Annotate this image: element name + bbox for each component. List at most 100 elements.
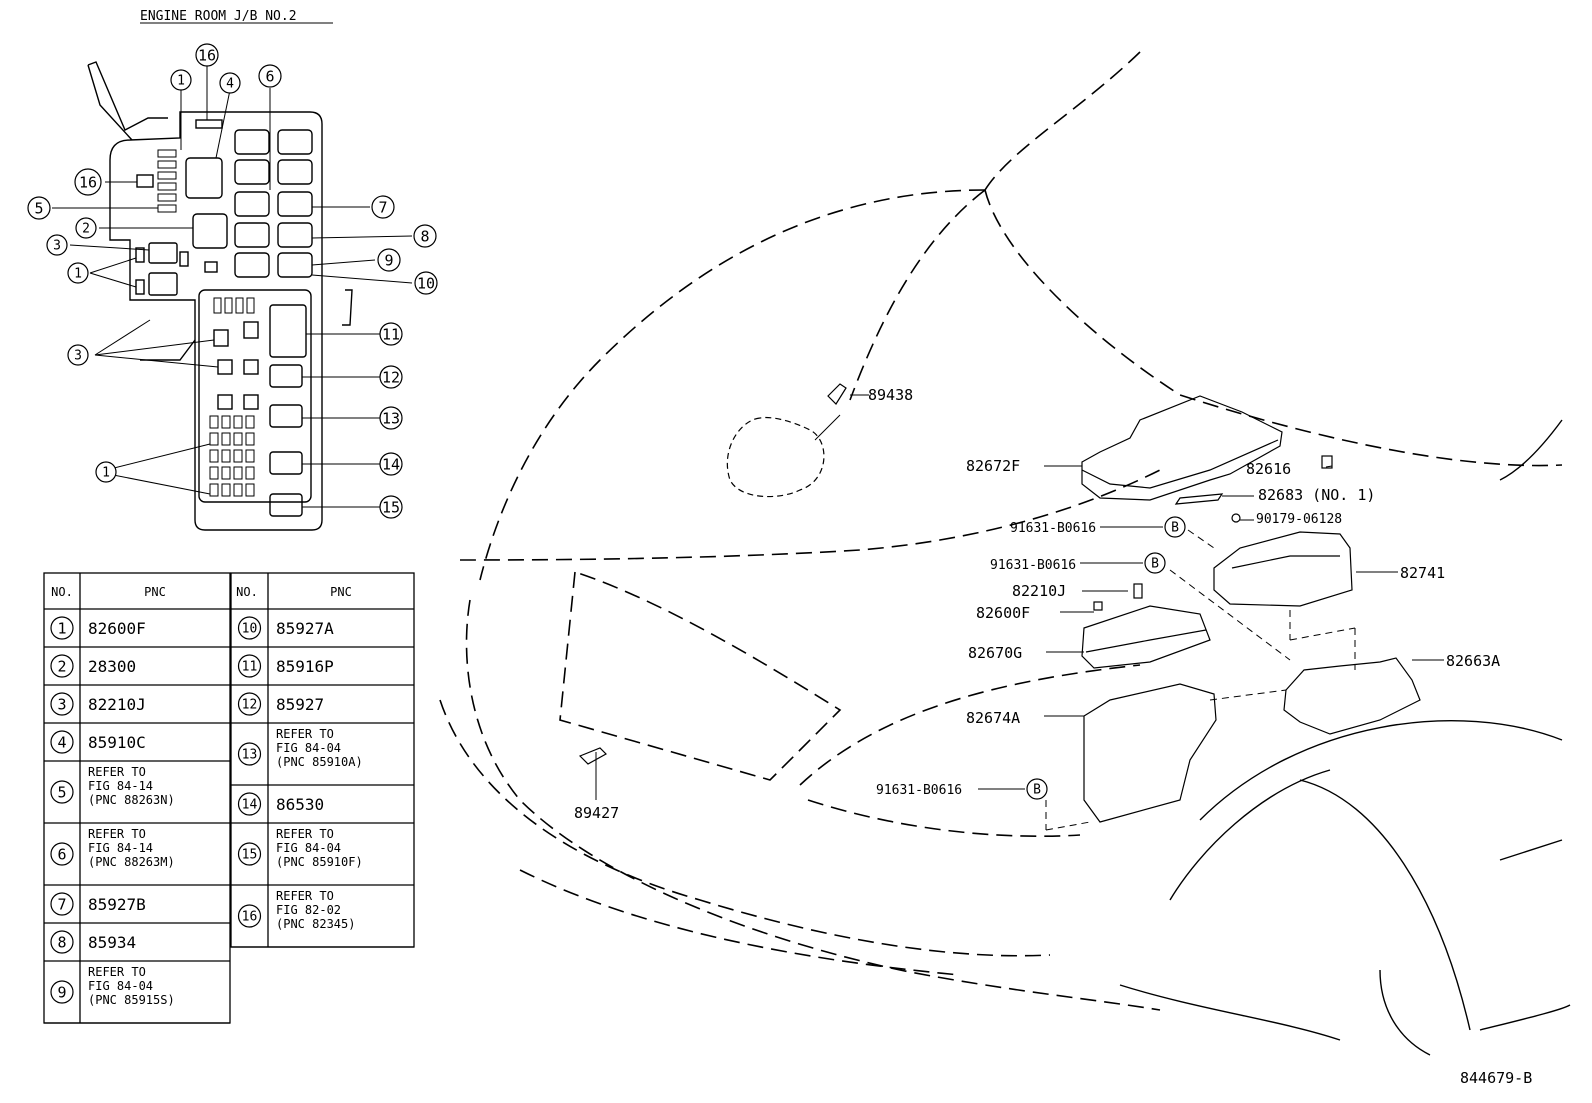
table-row-8-pnc-line: 85934: [88, 933, 136, 952]
callout-1: 1: [95, 461, 117, 483]
table-row-16-no-number: 16: [242, 910, 258, 925]
callout-9-number: 9: [384, 251, 393, 269]
table-row-11-no-ring: [237, 654, 262, 678]
part-label-90179: 90179-06128: [1256, 512, 1342, 527]
table-row-5-no-ring: [50, 780, 74, 804]
table-row-14-pnc-line: 86530: [276, 795, 324, 814]
callout-7: 7: [371, 195, 395, 219]
callout-1: 1: [67, 262, 89, 284]
fuse: [157, 182, 177, 191]
table-row-15-pnc-line: REFER TO: [276, 827, 334, 841]
table-grid: [43, 572, 415, 1024]
callout-4-number: 4: [226, 77, 234, 92]
parts-drawings: [578, 383, 1421, 823]
fuse: [245, 449, 255, 463]
table-row-6-pnc-line: FIG 84-14: [88, 841, 153, 855]
table-row-14-no: 14: [237, 792, 262, 816]
table-row-9-no-ring: [50, 980, 74, 1004]
table-row-4-no: 4: [50, 730, 74, 754]
table-row-4-pnc-line: 85910C: [88, 733, 146, 752]
callout-1: 1: [170, 69, 192, 91]
table-row-13-pnc-line: REFER TO: [276, 727, 334, 741]
callout-2-number: 2: [82, 222, 90, 237]
table-row-16-no: 16: [237, 904, 262, 928]
table-row-15-pnc-line: (PNC 85910F): [276, 855, 363, 869]
callout-6-ring: [258, 64, 282, 88]
callout-10-number: 10: [417, 274, 435, 292]
table-row-15-pnc-line: FIG 84-04: [276, 841, 341, 855]
table-row-14-no-ring: [237, 792, 262, 816]
fuse: [157, 149, 177, 158]
table-row-16-pnc-line: (PNC 82345): [276, 917, 355, 931]
callout-3-ring: [46, 234, 68, 256]
figure-id: 844679-B: [1460, 1069, 1532, 1087]
right-pnc-header: PNC: [330, 585, 352, 599]
leader-line: [1325, 465, 1333, 468]
callout-11-number: 11: [382, 325, 400, 343]
leader-line: [311, 235, 413, 239]
leader-line: [814, 414, 841, 441]
fuse: [157, 204, 177, 213]
table-row-3-no-number: 3: [57, 695, 66, 713]
callout-7-ring: [371, 195, 395, 219]
part-label-91631-c: 91631-B0616: [876, 783, 962, 798]
fuse: [221, 466, 231, 480]
table-row-8-no-ring: [50, 930, 74, 954]
callout-1-number: 1: [74, 267, 82, 282]
callout-16: 16: [195, 43, 219, 67]
callout-11: 11: [379, 322, 403, 346]
callout-5: 5: [27, 196, 51, 220]
leader-line: [311, 274, 413, 284]
fuse: [221, 432, 231, 446]
callout-16: 16: [74, 168, 102, 196]
part-label-89438: 89438: [868, 386, 913, 404]
fuse: [209, 449, 219, 463]
callout-6-number: 6: [265, 67, 274, 85]
callout-b-2-ring: [1144, 552, 1166, 574]
table-row-13-pnc-line: (PNC 85910A): [276, 755, 363, 769]
table-row-12-no: 12: [237, 692, 262, 716]
table-row-9-pnc-line: REFER TO: [88, 965, 146, 979]
table-row-6-no-ring: [50, 842, 74, 866]
leader-line: [94, 354, 219, 368]
callout-3-ring: [67, 344, 89, 366]
callout-8-number: 8: [420, 227, 429, 245]
part-label-82672f: 82672F: [966, 457, 1020, 475]
part-label-82674a: 82674A: [966, 709, 1020, 727]
callout-3: 3: [67, 344, 89, 366]
callout-3: 3: [46, 234, 68, 256]
callout-1-ring: [67, 262, 89, 284]
callout-b-3-number: B: [1033, 783, 1041, 798]
table-row-3-pnc-line: 82210J: [88, 695, 146, 714]
leader-line: [94, 339, 215, 356]
fuse: [233, 483, 243, 497]
dashed-leader: [1169, 569, 1291, 661]
fuse: [157, 171, 177, 180]
callout-b-3-ring: [1026, 778, 1048, 800]
callout-16-number: 16: [198, 46, 216, 64]
callout-7-number: 7: [378, 198, 387, 216]
fuse: [221, 415, 231, 429]
table-row-10-no-number: 10: [242, 622, 258, 637]
callout-8: 8: [413, 224, 437, 248]
table-row-13-no: 13: [237, 742, 262, 766]
part-label-91631-a: 91631-B0616: [1010, 521, 1096, 536]
leader-line: [89, 272, 137, 288]
table-row-8-no: 8: [50, 930, 74, 954]
callout-13-ring: [379, 406, 403, 430]
callout-16-ring: [74, 168, 102, 196]
table-row-13-no-number: 13: [242, 748, 258, 763]
fuse: [245, 415, 255, 429]
part-label-89427: 89427: [574, 804, 619, 822]
callout-4-ring: [219, 72, 241, 94]
callout-1-number: 1: [177, 74, 185, 89]
fuse: [245, 466, 255, 480]
part-label-91631-b: 91631-B0616: [990, 558, 1076, 573]
callout-b-2-number: B: [1151, 557, 1159, 572]
fuse: [245, 483, 255, 497]
fuse: [157, 160, 177, 169]
